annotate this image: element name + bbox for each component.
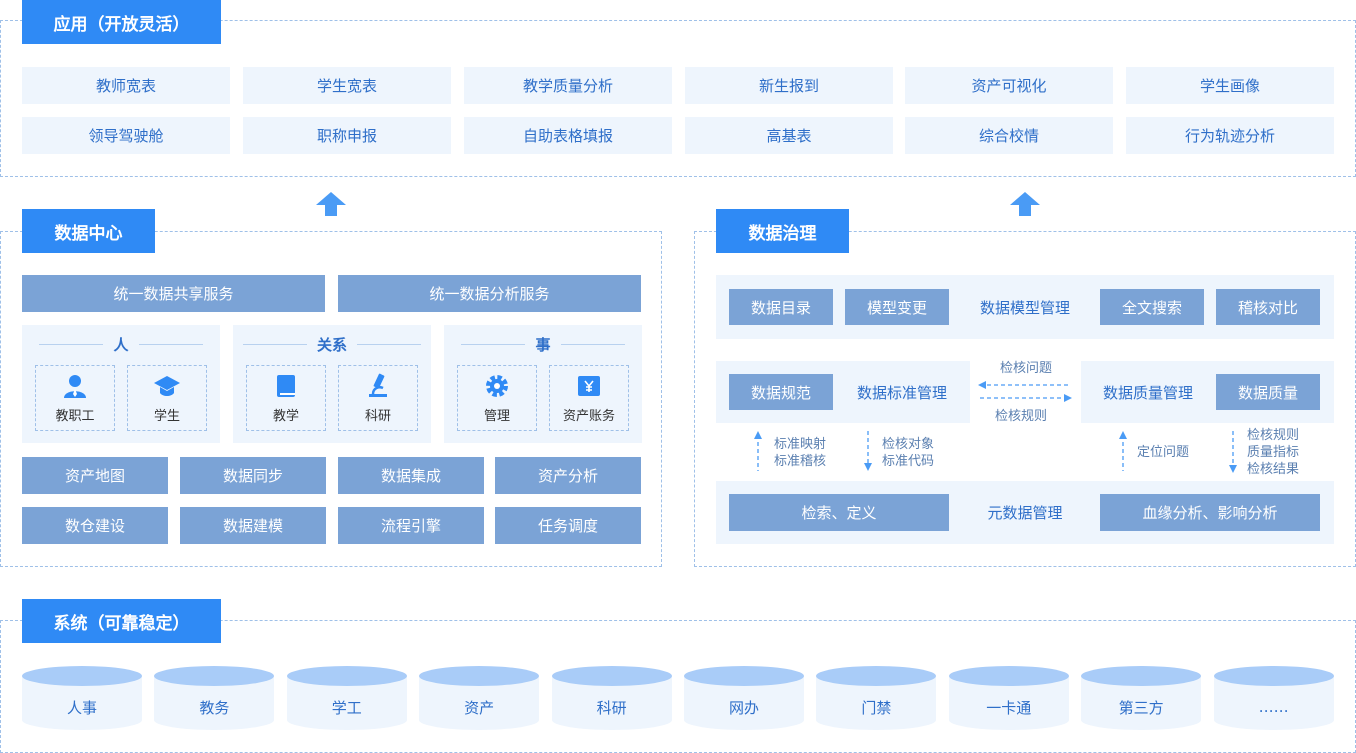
analysis-service-bar[interactable]: 统一数据分析服务 (338, 275, 641, 312)
up-arrow-icon (1010, 192, 1040, 216)
app-item[interactable]: 高基表 (685, 117, 893, 154)
app-item[interactable]: 自助表格填报 (464, 117, 672, 154)
cylinder-top (286, 666, 407, 686)
tool-button[interactable]: 数据集成 (338, 457, 484, 494)
up-arrow-icon (1119, 431, 1127, 471)
entity-label: 科研 (364, 408, 391, 424)
right-arrow-icon (980, 394, 1072, 402)
group-title-relation: 关系 (233, 333, 431, 355)
lineage-impact-button[interactable]: 血缘分析、影响分析 (1100, 494, 1320, 531)
quality-management-label: 数据质量管理 (1102, 383, 1193, 402)
arrow-label-check-rule: 检核规则 (994, 409, 1047, 424)
tool-button[interactable]: 资产分析 (495, 457, 641, 494)
app-item[interactable]: 综合校情 (905, 117, 1113, 154)
gear-icon (486, 374, 508, 397)
cylinder-top (816, 666, 937, 686)
book-icon (277, 374, 295, 397)
note-std-down: 检核对象 标准代码 (882, 437, 935, 469)
search-define-button[interactable]: 检索、定义 (729, 494, 949, 531)
app-item[interactable]: 职称申报 (243, 117, 451, 154)
tool-button[interactable]: 流程引擎 (338, 507, 484, 544)
app-item[interactable]: 资产可视化 (905, 67, 1113, 104)
entity-label: 教学 (272, 408, 299, 424)
entity-staff[interactable]: 教职工 (35, 365, 115, 431)
group-title-affairs: 事 (444, 333, 642, 355)
cylinder-top (419, 666, 540, 686)
yen-card-icon (578, 375, 600, 396)
arrow-label-check-issue: 检核问题 (999, 361, 1052, 376)
cylinder-top (948, 666, 1069, 686)
down-arrow-icon (1229, 431, 1237, 473)
down-arrow-icon (864, 431, 872, 471)
metadata-management-label: 元数据管理 (987, 504, 1063, 522)
entity-label: 管理 (483, 408, 510, 424)
tool-button[interactable]: 数据同步 (180, 457, 326, 494)
data-governance-title-tab: 数据治理 (716, 209, 849, 253)
entity-research[interactable]: 科研 (338, 365, 418, 431)
cylinder-top (1213, 666, 1334, 686)
system-title-tab: 系统（可靠稳定） (22, 599, 221, 643)
fulltext-search-button[interactable]: 全文搜索 (1100, 289, 1204, 325)
tool-button[interactable]: 任务调度 (495, 507, 641, 544)
app-item[interactable]: 学生宽表 (243, 67, 451, 104)
system-item[interactable]: 人事 (22, 676, 142, 730)
up-arrow-icon (316, 192, 346, 216)
shared-service-bar[interactable]: 统一数据共享服务 (22, 275, 325, 312)
cylinder-top (1081, 666, 1202, 686)
entity-label: 学生 (153, 408, 180, 424)
tool-button[interactable]: 资产地图 (22, 457, 168, 494)
graduation-cap-icon (154, 375, 180, 396)
system-item[interactable]: 一卡通 (948, 676, 1069, 730)
note-qual-up: 定位问题 (1137, 445, 1190, 460)
model-management-label: 数据模型管理 (979, 298, 1070, 317)
system-item[interactable]: 学工 (286, 676, 407, 730)
note-std-up: 标准映射 标准稽核 (774, 437, 827, 469)
cylinder-top (551, 666, 672, 686)
left-arrow-icon (978, 381, 1070, 389)
app-item[interactable]: 领导驾驶舱 (22, 117, 230, 154)
up-arrow-icon (754, 431, 762, 471)
model-change-button[interactable]: 模型变更 (845, 289, 949, 325)
entity-teaching[interactable]: 教学 (246, 365, 326, 431)
cylinder-top (684, 666, 804, 686)
entity-management[interactable]: 管理 (457, 365, 537, 431)
data-spec-button[interactable]: 数据规范 (729, 374, 833, 410)
standards-management-label: 数据标准管理 (856, 383, 947, 402)
data-catalog-button[interactable]: 数据目录 (729, 289, 833, 325)
app-item[interactable]: 教师宽表 (22, 67, 230, 104)
data-quality-button[interactable]: 数据质量 (1216, 374, 1320, 410)
app-item[interactable]: 新生报到 (685, 67, 893, 104)
app-title-tab: 应用（开放灵活） (22, 0, 221, 44)
tool-button[interactable]: 数仓建设 (22, 507, 168, 544)
note-qual-down: 检核规则 质量指标 检核结果 (1247, 428, 1300, 477)
microscope-icon (369, 373, 387, 397)
entity-asset-account[interactable]: 资产账务 (549, 365, 629, 431)
cylinder-top (22, 666, 142, 686)
tool-button[interactable]: 数据建模 (180, 507, 326, 544)
entity-label: 教职工 (55, 408, 95, 424)
person-icon (64, 374, 86, 398)
data-center-frame (0, 231, 662, 567)
entity-label: 资产账务 (562, 408, 615, 424)
app-item[interactable]: 教学质量分析 (464, 67, 672, 104)
entity-student[interactable]: 学生 (127, 365, 207, 431)
group-title-people: 人 (22, 333, 220, 355)
app-item[interactable]: 行为轨迹分析 (1126, 117, 1334, 154)
app-item[interactable]: 学生画像 (1126, 67, 1334, 104)
audit-compare-button[interactable]: 稽核对比 (1216, 289, 1320, 325)
data-center-title-tab: 数据中心 (22, 209, 155, 253)
cylinder-top (154, 666, 275, 686)
